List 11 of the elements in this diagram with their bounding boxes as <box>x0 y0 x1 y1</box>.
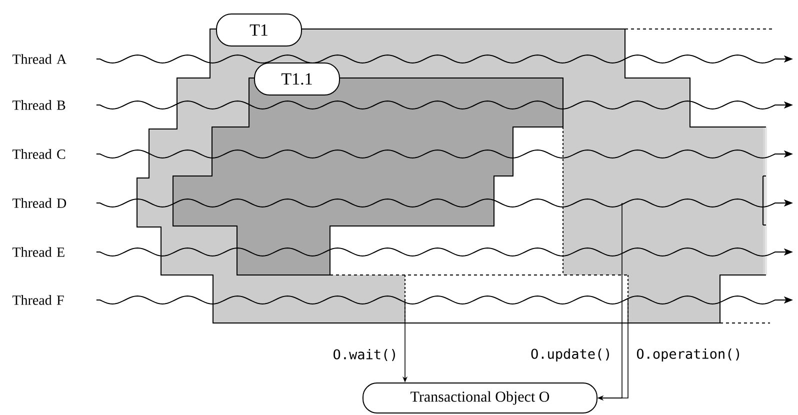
object-box: Transactional Object O <box>362 382 598 414</box>
thread-label: Thread A <box>12 54 67 64</box>
transaction-region: T1.1 <box>172 62 564 276</box>
edge-label: O.wait() <box>334 348 395 362</box>
thread-label: Thread B <box>12 100 66 110</box>
edge-label: O.update() <box>531 348 609 362</box>
thread-label: Thread F <box>12 295 64 305</box>
edge-label: O.operation() <box>636 348 740 362</box>
thread-label: Thread E <box>12 247 64 257</box>
thread-label: Thread C <box>12 149 66 159</box>
thread-label: Thread D <box>12 198 66 208</box>
